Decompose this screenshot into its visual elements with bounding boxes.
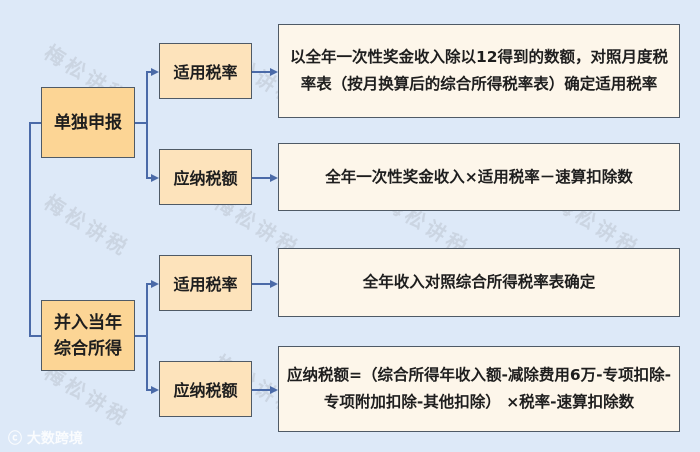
detail-text: 应纳税额=（综合所得年收入额-减除费用6万-专项扣除-专项附加扣除-其他扣除） … xyxy=(286,366,672,411)
connector xyxy=(146,177,152,179)
node-label-line: 综合所得 xyxy=(54,338,122,359)
connector xyxy=(135,122,147,124)
node-label: 应纳税额 xyxy=(173,169,238,188)
detail-tax-separate: 全年一次性奖金收入×适用税率－速算扣除数 xyxy=(278,143,680,211)
node-label: 适用税率 xyxy=(173,275,238,294)
node-label: 适用税率 xyxy=(173,63,238,82)
watermark: 梅松讲税 xyxy=(40,190,135,262)
brand-logo-icon: ⓒ xyxy=(8,431,27,447)
arrow-icon xyxy=(270,174,278,182)
connector xyxy=(252,177,270,179)
detail-rate-combined: 全年收入对照综合所得税率表确定 xyxy=(278,248,680,317)
brand-text: 大数跨境 xyxy=(26,431,83,447)
arrow-icon xyxy=(270,280,278,288)
node-applicable-rate: 适用税率 xyxy=(159,255,252,311)
node-tax-payable: 应纳税额 xyxy=(159,149,252,205)
connector xyxy=(252,389,270,391)
node-label: 单独申报 xyxy=(54,112,122,133)
root-connector-top xyxy=(29,122,41,124)
connector xyxy=(146,283,152,285)
node-tax-payable: 应纳税额 xyxy=(159,361,252,417)
root-connector-bottom xyxy=(29,335,41,337)
arrow-icon xyxy=(151,386,159,394)
connector xyxy=(146,71,152,73)
arrow-icon xyxy=(151,68,159,76)
arrow-icon xyxy=(151,174,159,182)
connector xyxy=(252,283,270,285)
node-combined-income: 并入当年 综合所得 xyxy=(41,300,135,371)
detail-text: 全年一次性奖金收入×适用税率－速算扣除数 xyxy=(325,167,633,186)
connector xyxy=(146,71,148,177)
detail-text: 以全年一次性奖金收入除以12得到的数额，对照月度税率表（按月换算后的综合所得税率… xyxy=(289,48,669,93)
connector xyxy=(146,283,148,389)
node-label: 应纳税额 xyxy=(173,381,238,400)
brand-watermark: ⓒ 大数跨境 xyxy=(8,428,83,448)
detail-rate-separate: 以全年一次性奖金收入除以12得到的数额，对照月度税率表（按月换算后的综合所得税率… xyxy=(278,24,680,118)
connector xyxy=(252,71,270,73)
node-separate-filing: 单独申报 xyxy=(41,87,135,158)
arrow-icon xyxy=(151,280,159,288)
connector xyxy=(146,389,152,391)
node-applicable-rate: 适用税率 xyxy=(159,43,252,99)
detail-text: 全年收入对照综合所得税率表确定 xyxy=(362,273,596,291)
connector xyxy=(135,335,147,337)
node-label-line: 并入当年 xyxy=(54,312,122,333)
detail-tax-combined: 应纳税额=（综合所得年收入额-减除费用6万-专项扣除-专项附加扣除-其他扣除） … xyxy=(278,346,680,432)
root-connector xyxy=(29,122,31,335)
arrow-icon xyxy=(270,68,278,76)
arrow-icon xyxy=(270,386,278,394)
